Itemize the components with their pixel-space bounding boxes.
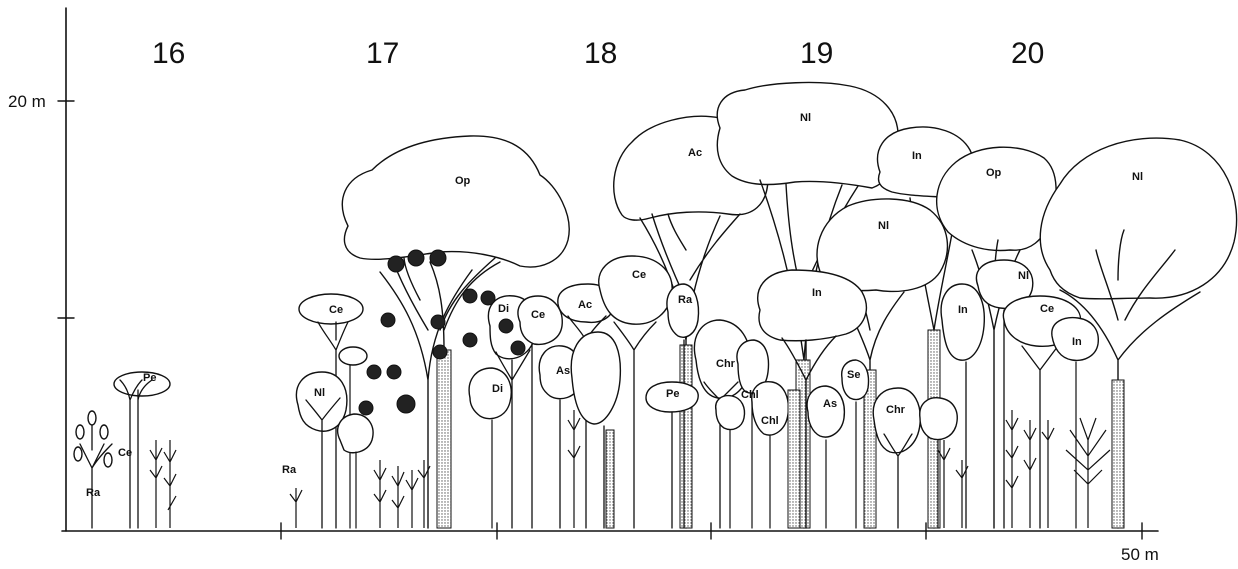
label-ra: Ra xyxy=(86,487,101,499)
label-ac: Ac xyxy=(578,299,592,311)
plot-number-16: 16 xyxy=(152,37,185,70)
label-pe: Pe xyxy=(143,372,156,384)
label-in: In xyxy=(958,304,968,316)
label-ce: Ce xyxy=(1040,303,1054,315)
label-ra: Ra xyxy=(678,294,693,306)
label-pe: Pe xyxy=(666,388,679,400)
label-ce: Ce xyxy=(531,309,545,321)
label-ra: Ra xyxy=(282,464,297,476)
label-se: Se xyxy=(847,369,860,381)
tree-in-20-small xyxy=(1052,318,1098,528)
label-as: As xyxy=(823,398,837,410)
distance-label: 50 m xyxy=(1121,545,1159,564)
label-in: In xyxy=(912,150,922,162)
label-ce: Ce xyxy=(632,269,646,281)
plot-number-17: 17 xyxy=(366,37,399,70)
label-ce: Ce xyxy=(118,447,132,459)
plot-number-20: 20 xyxy=(1011,37,1044,70)
label-in: In xyxy=(812,287,822,299)
plot-number-18: 18 xyxy=(584,37,617,70)
plot-numbers: 16 17 18 19 20 xyxy=(152,37,1044,70)
tree-ce-17b xyxy=(518,296,562,528)
label-as: As xyxy=(556,365,570,377)
label-ac: Ac xyxy=(688,147,702,159)
tree-chl-19 xyxy=(752,382,789,528)
tree-small-19 xyxy=(920,398,957,528)
label-op: Op xyxy=(986,167,1002,179)
label-di: Di xyxy=(498,303,509,315)
label-nl: Nl xyxy=(800,112,811,124)
label-nl: Nl xyxy=(878,220,889,232)
label-nl: Nl xyxy=(1132,171,1143,183)
label-op: Op xyxy=(455,175,471,187)
label-chl: Chl xyxy=(741,389,759,401)
label-nl: Nl xyxy=(1018,270,1029,282)
plot-number-19: 19 xyxy=(800,37,833,70)
tree-ra-16 xyxy=(74,411,112,528)
tree-18-tall-thin xyxy=(571,332,620,528)
label-di: Di xyxy=(492,383,503,395)
label-chr: Chr xyxy=(886,404,906,416)
label-chl: Chl xyxy=(761,415,779,427)
label-ce: Ce xyxy=(329,304,343,316)
label-nl: Nl xyxy=(314,387,325,399)
label-in: In xyxy=(1072,336,1082,348)
height-label: 20 m xyxy=(8,92,46,111)
label-chr: Chr xyxy=(716,358,736,370)
